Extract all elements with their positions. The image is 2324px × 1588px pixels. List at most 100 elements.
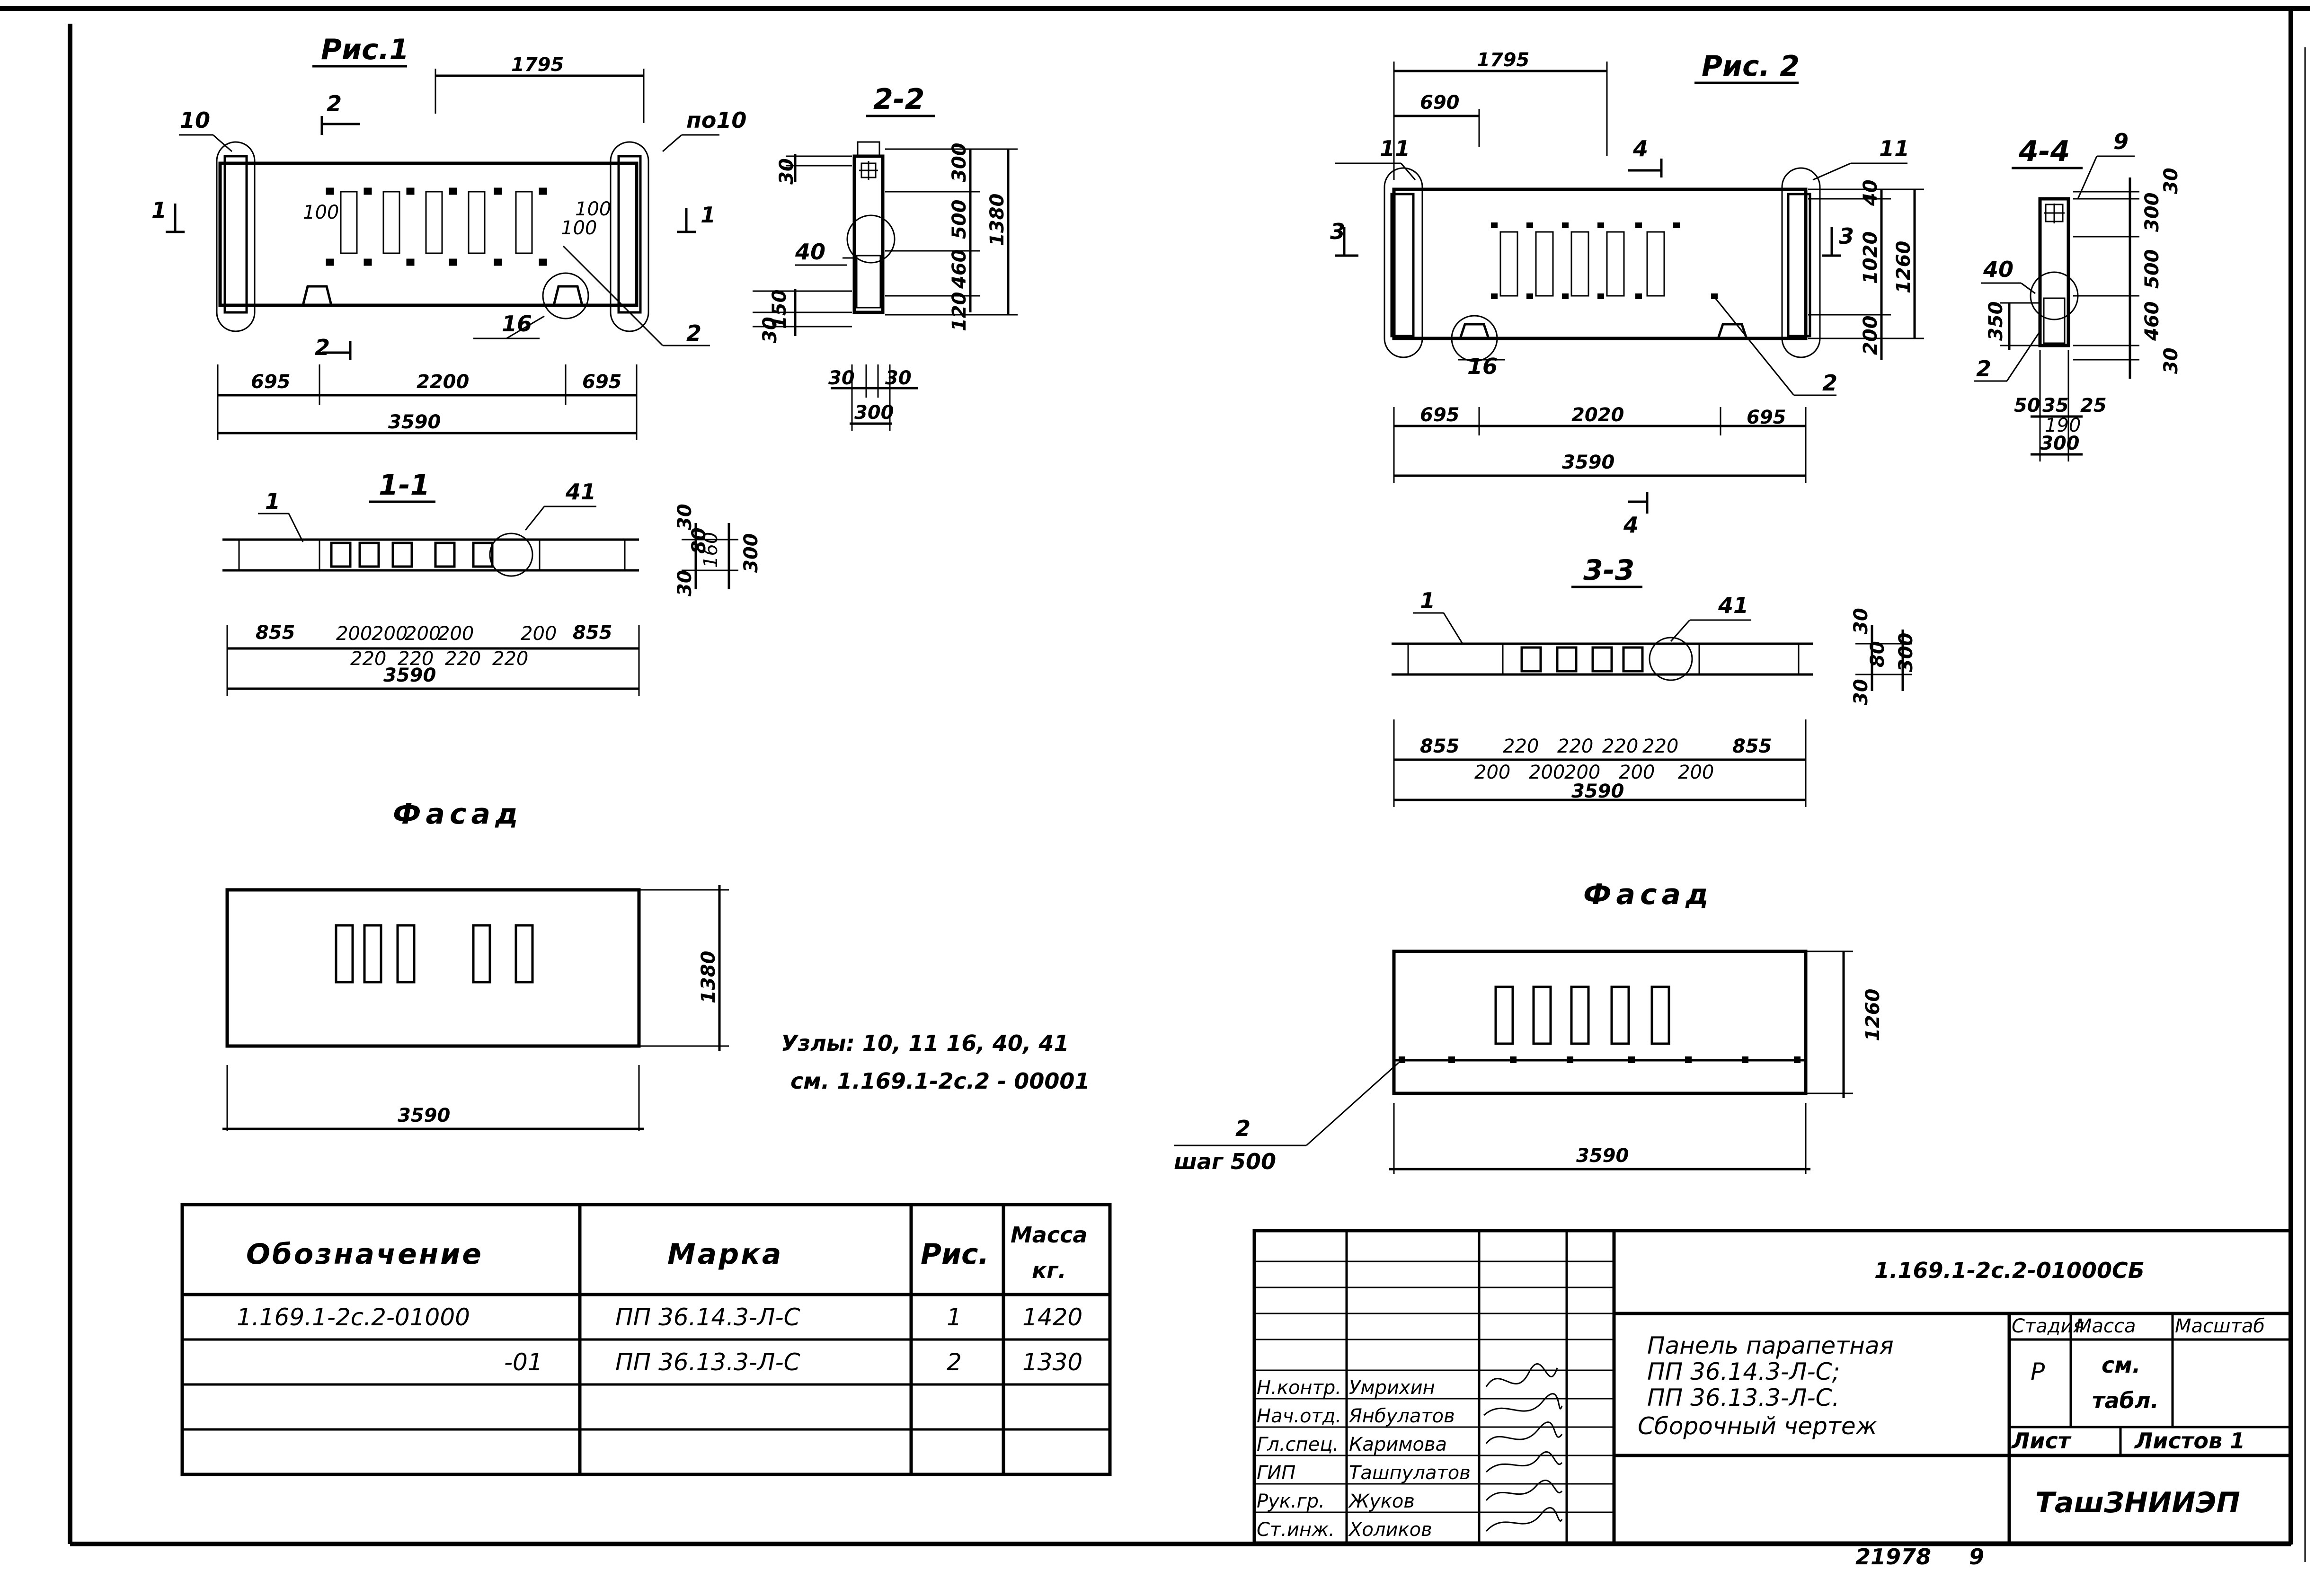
sec33-dim-220-3: 220 <box>1602 736 1638 757</box>
sec11-dim-220-1: 220 <box>350 648 386 670</box>
sec33-dim-200-5: 200 <box>1678 762 1714 783</box>
fig1-leader-2: 2 <box>686 320 701 346</box>
nodes-note: Узлы: 10, 11 16, 40, 41 см. 1.169.1-2с.2… <box>781 1030 1090 1094</box>
fig2-elevation: Рис. 2 1795 690 11 11 4 3 3 <box>1330 49 1924 538</box>
sec33-dim-30-top: 30 <box>1850 608 1872 634</box>
tb-scale-label: Масштаб <box>2175 1315 2265 1337</box>
facade2-leader-2: 2 <box>1235 1116 1251 1141</box>
sec44-dim-500: 500 <box>2141 249 2163 289</box>
sec11-dim-200-5: 200 <box>521 623 557 645</box>
tb-role-5: Ст.инж. <box>1257 1519 1335 1541</box>
fig2-dim-1260: 1260 <box>1893 241 1915 293</box>
section-4-4: 4-4 9 40 2 350 30 300 500 460 30 50 <box>1974 129 2182 461</box>
tb-stage-label: Стадия <box>2012 1315 2084 1337</box>
sec11-dim-160: 160 <box>700 532 722 568</box>
spec-row1-designation: 1.169.1-2с.2-01000 <box>237 1304 470 1331</box>
fig2-leader-11-left: 11 <box>1380 136 1410 161</box>
fig2-cut-4-bottom: 4 <box>1623 512 1639 538</box>
spec-table: Обозначение Марка Рис. Масса кг. 1.169.1… <box>180 1203 1112 1476</box>
section-2-2: 2-2 40 300 500 460 120 1380 30 150 30 <box>753 83 1018 431</box>
tb-role-2: Гл.спец. <box>1257 1434 1339 1455</box>
sec22-dim-1380: 1380 <box>986 194 1008 246</box>
spec-row2-designation: -01 <box>504 1348 543 1376</box>
sec44-title: 4-4 <box>2018 135 2070 168</box>
fig1-cut-1-left: 1 <box>151 197 167 223</box>
sec33-dim-855-left: 855 <box>1420 736 1460 757</box>
sec22-leader-40: 40 <box>795 239 825 265</box>
sec44-leader-2: 2 <box>1976 356 1991 381</box>
sec44-dim-30-top: 30 <box>2160 168 2182 194</box>
sec33-dim-30-bottom: 30 <box>1850 679 1872 705</box>
fig1-title: Рис.1 <box>321 33 409 66</box>
sec11-dim-3590: 3590 <box>383 665 436 686</box>
sec44-dim-50: 50 <box>2014 395 2040 417</box>
tb-name-line2: ПП 36.14.3-Л-С; <box>1647 1358 1840 1385</box>
facade1-title: Фасад <box>393 798 523 831</box>
facade-2: Фасад 1260 3590 2 шаг 500 <box>1174 878 1884 1174</box>
sec22-dim-30-a: 30 <box>828 367 855 389</box>
section-1-1: 1-1 1 41 30 80 160 30 300 855 200 200 20… <box>222 469 762 696</box>
spec-row2-mass: 1330 <box>1022 1348 1082 1376</box>
sec11-dim-80: 80 <box>688 527 710 554</box>
fig1-dim-100a: 100 <box>303 202 339 223</box>
page-number: 9 <box>1969 1544 1984 1570</box>
sec11-leader-1: 1 <box>265 488 280 514</box>
sec33-dim-200-2: 200 <box>1529 762 1565 783</box>
tb-role-0: Н.контр. <box>1257 1377 1341 1399</box>
sec11-dim-220-2: 220 <box>398 648 434 670</box>
fig2-dim-40: 40 <box>1860 179 1881 206</box>
sec22-dim-300: 300 <box>949 143 970 183</box>
sec33-dim-200-1: 200 <box>1474 762 1510 783</box>
sec44-dim-350: 350 <box>1985 302 2007 341</box>
facade1-dim-3590: 3590 <box>398 1105 450 1127</box>
facade2-step: шаг 500 <box>1174 1149 1276 1174</box>
section-3-3: 3-3 1 41 30 80 30 300 855 220 220 220 22… <box>1392 554 1917 807</box>
fig1-dim-100c: 100 <box>575 198 611 220</box>
fig1-dim-2200: 2200 <box>417 371 469 393</box>
tb-name-4: Жуков <box>1348 1490 1415 1512</box>
fig1-cut-2-top: 2 <box>327 91 342 116</box>
fig1-dim-695-left: 695 <box>251 371 291 393</box>
fig2-leader-16: 16 <box>1467 354 1498 379</box>
sec44-leader-40: 40 <box>1983 257 2014 282</box>
sec33-leader-41: 41 <box>1718 593 1748 618</box>
tb-stage-value: Р <box>2031 1358 2045 1385</box>
fig1-cut-1-right: 1 <box>701 202 716 228</box>
sec33-title: 3-3 <box>1583 554 1634 587</box>
sec22-dim-300: 300 <box>854 402 894 424</box>
sec33-dim-855-right: 855 <box>1732 736 1772 757</box>
tb-name-0: Умрихин <box>1349 1377 1435 1399</box>
sec22-dim-460: 460 <box>949 249 970 290</box>
sec22-dim-120: 120 <box>949 292 970 332</box>
fig2-cut-3-left: 3 <box>1330 219 1345 244</box>
sec11-dim-200-3: 200 <box>405 623 441 645</box>
sec11-dim-30-bottom: 30 <box>674 570 696 596</box>
fig1-leader-po10: по10 <box>686 107 746 133</box>
tb-role-3: ГИП <box>1257 1462 1295 1484</box>
sec22-dim-30-bottom: 30 <box>759 317 781 343</box>
sec22-dim-500: 500 <box>949 200 970 240</box>
sec11-dim-200-1: 200 <box>336 623 372 645</box>
tb-role-4: Рук.гр. <box>1257 1490 1325 1512</box>
fig1-dim-695-right: 695 <box>582 371 622 393</box>
sec11-dim-200-2: 200 <box>372 623 408 645</box>
facade-1: Фасад 1380 3590 <box>222 798 729 1131</box>
fig2-cut-3-right: 3 <box>1839 223 1854 249</box>
fig1-leader-10: 10 <box>180 107 210 133</box>
sec22-dim-30-b: 30 <box>885 367 912 389</box>
inventory-number: 21978 <box>1855 1544 1931 1570</box>
fig2-leader-2: 2 <box>1822 370 1837 396</box>
fig1-cut-2-bottom: 2 <box>315 335 330 360</box>
sec44-dim-190: 190 <box>2045 415 2081 436</box>
sec33-dim-300: 300 <box>1895 633 1917 673</box>
sec22-title: 2-2 <box>873 83 924 116</box>
tb-doc-code: 1.169.1-2с.2-01000СБ <box>1874 1258 2145 1283</box>
tb-mass-value-1: см. <box>2102 1352 2140 1378</box>
fig2-dim-3590: 3590 <box>1562 452 1614 473</box>
sec11-title: 1-1 <box>379 469 430 502</box>
fig1-dim-100b: 100 <box>561 217 597 239</box>
sec11-leader-41: 41 <box>565 479 596 505</box>
tb-name-1: Янбулатов <box>1348 1405 1455 1427</box>
spec-row1-mark: ПП 36.14.3-Л-С <box>615 1304 800 1331</box>
